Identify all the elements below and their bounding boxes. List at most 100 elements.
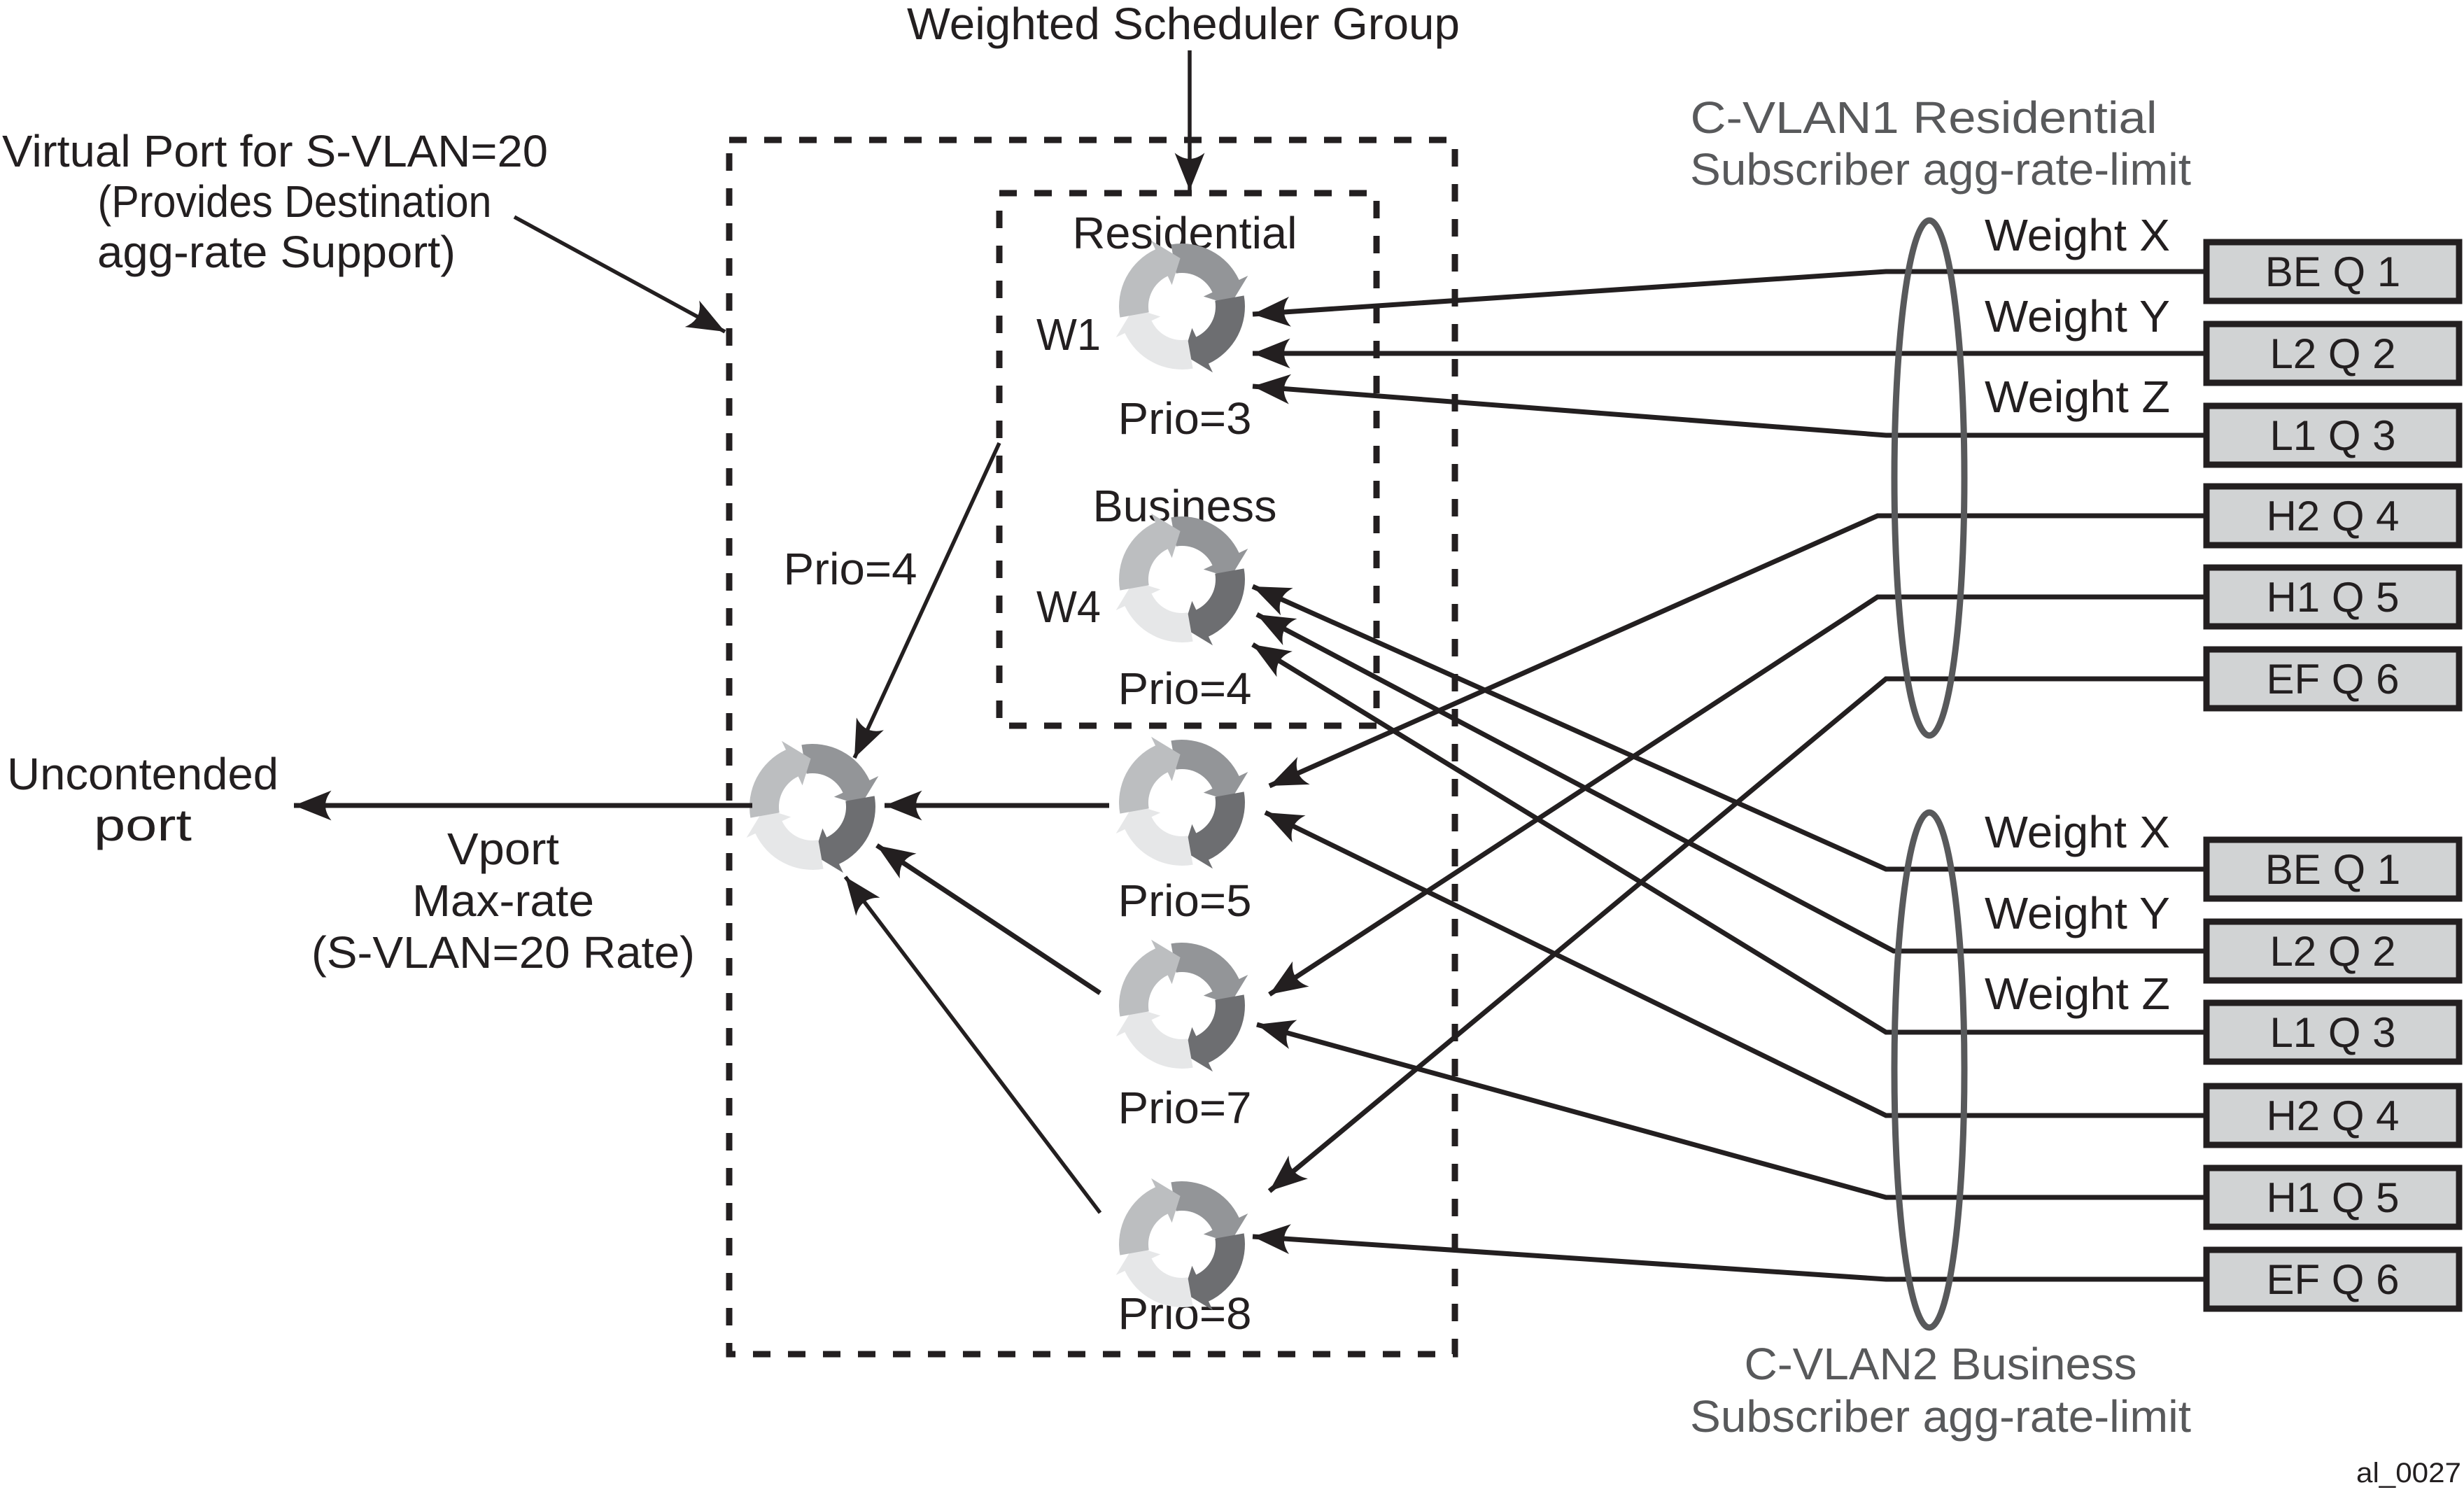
connection-cvlan2-q1-to-business (1251, 584, 2206, 872)
arrow-residential-group-to-vport (852, 442, 1001, 759)
figure-id: al_0027 (2356, 1458, 2461, 1489)
queue-cvlan1-q2: L2 Q 2 (2203, 321, 2463, 386)
queue-box (2203, 836, 2463, 902)
queue-box (2203, 646, 2463, 712)
cvlan1-title: C-VLAN1 Residential Subscriber agg-rate-… (1690, 92, 2191, 195)
queue-cvlan2-q2: L2 Q 2 (2203, 918, 2463, 984)
connection-cvlan2-q4-to-prio5 (1264, 810, 2206, 1118)
scheduler-prio7 (1115, 939, 1248, 1072)
queue-cvlan1-q1: BE Q 1 (2203, 239, 2463, 304)
queue-label: H2 Q 4 (2266, 493, 2399, 540)
weighted-scheduler-group-box (996, 190, 1380, 729)
scheduler-vport (746, 740, 879, 873)
queue-box (2203, 1164, 2463, 1230)
vport-input-prio-label: Prio=4 (784, 544, 917, 594)
queue-label: L2 Q 2 (2269, 928, 2395, 975)
queue-cvlan2-q5: H1 Q 5 (2203, 1164, 2463, 1230)
uncontended-port-line-1: Uncontended (7, 749, 279, 799)
queue-label: H1 Q 5 (2266, 574, 2399, 621)
queue-cvlan1-q3: L1 Q 3 (2203, 402, 2463, 468)
scheduler-prio5 (1115, 736, 1248, 869)
connection-cvlan1-q5-to-prio7 (1268, 594, 2206, 997)
virtual-port-box (726, 136, 1458, 1358)
connection-cvlan1-q1-to-residential (1252, 269, 2206, 327)
queue-connections (1251, 269, 2206, 1282)
queue-label: EF Q 6 (2266, 656, 2399, 703)
queue-cvlan2-q3: L1 Q 3 (2203, 999, 2463, 1065)
cvlan2-title-line-2: Subscriber agg-rate-limit (1690, 1391, 2191, 1442)
prio7-label: Prio=7 (1118, 1083, 1252, 1133)
queue-box (2203, 321, 2463, 386)
queue-box (2203, 564, 2463, 630)
residential-weight-label: W1 (1036, 309, 1101, 360)
connection-cvlan1-q6-to-prio8 (1267, 676, 2206, 1193)
queue-boxes: BE Q 1 L2 Q 2 L1 Q 3 H2 Q 4 H1 Q 5 EF Q 6 BE Q… (2203, 239, 2463, 1312)
cvlan1-agg-rate-limit-ellipse (1891, 217, 1968, 739)
vport-rate-line-1: Vport (447, 824, 559, 874)
uncontended-port-line-2: port (94, 800, 192, 850)
cvlan2-title-line-1: C-VLAN2 Business (1745, 1339, 2137, 1389)
connection-cvlan2-q6-to-prio8 (1252, 1224, 2206, 1282)
weighted-scheduler-group-label: Weighted Scheduler Group (907, 0, 1460, 49)
cvlan1-weight-x: Weight X (1985, 210, 2170, 260)
arrow-prio8-to-vport (843, 875, 1102, 1214)
queue-cvlan1-q5: H1 Q 5 (2203, 564, 2463, 630)
cvlan2-agg-rate-limit-ellipse (1891, 809, 1968, 1331)
queue-cvlan1-q4: H2 Q 4 (2203, 483, 2463, 549)
scheduler-icon (1115, 513, 1248, 646)
scheduler-residential (1115, 240, 1248, 373)
scheduler-icon (746, 740, 879, 873)
queue-label: H1 Q 5 (2266, 1174, 2399, 1221)
virtual-port-pointer-arrow (513, 215, 726, 334)
queue-box (2203, 1083, 2463, 1148)
queue-label: BE Q 1 (2265, 846, 2400, 893)
connection-cvlan1-q3-to-residential (1252, 374, 2206, 438)
queue-box (2203, 999, 2463, 1065)
queue-label: L1 Q 3 (2269, 1009, 2395, 1056)
business-prio-label: Prio=4 (1118, 663, 1252, 714)
queue-cvlan2-q1: BE Q 1 (2203, 836, 2463, 902)
queue-box (2203, 402, 2463, 468)
cvlan2-weight-y: Weight Y (1985, 888, 2170, 938)
queue-label: EF Q 6 (2266, 1256, 2399, 1303)
cvlan1-title-line-1: C-VLAN1 Residential (1691, 92, 2157, 143)
queue-cvlan2-q6: EF Q 6 (2203, 1246, 2463, 1312)
queue-cvlan1-q6: EF Q 6 (2203, 646, 2463, 712)
scheduler-icon (1115, 939, 1248, 1072)
virtual-port-label-line-3: agg-rate Support) (97, 227, 456, 277)
prio5-label: Prio=5 (1118, 875, 1252, 926)
vport-rate-line-3: (S-VLAN=20 Rate) (311, 927, 695, 978)
virtual-port-label-line-2: (Provides Destination (98, 176, 492, 227)
queue-box (2203, 239, 2463, 304)
cvlan2-title: C-VLAN2 Business Subscriber agg-rate-lim… (1690, 1339, 2191, 1442)
queue-cvlan2-q4: H2 Q 4 (2203, 1083, 2463, 1148)
scheduler-business (1115, 513, 1248, 646)
scheduler-icon (1115, 240, 1248, 373)
uncontended-port-label: Uncontended port (7, 749, 279, 850)
virtual-port-label-line-1: Virtual Port for S-VLAN=20 (2, 126, 548, 176)
connection-cvlan2-q3-to-business (1251, 642, 2206, 1035)
vport-rate-line-2: Max-rate (412, 875, 594, 926)
cvlan1-weight-y: Weight Y (1985, 291, 2170, 342)
queue-label: L2 Q 2 (2269, 330, 2395, 377)
scheduler-icon (1115, 736, 1248, 869)
cvlan2-weight-x: Weight X (1985, 807, 2170, 857)
queue-box (2203, 483, 2463, 549)
cvlan1-weight-z: Weight Z (1985, 372, 2170, 422)
residential-prio-label: Prio=3 (1118, 393, 1252, 444)
arrow-prio7-to-vport (875, 843, 1101, 995)
queue-label: L1 Q 3 (2269, 412, 2395, 459)
vport-rate-label: Vport Max-rate (S-VLAN=20 Rate) (311, 824, 695, 978)
queue-label: BE Q 1 (2265, 248, 2400, 295)
connection-cvlan2-q5-to-prio7 (1256, 1020, 2206, 1200)
connection-cvlan1-q4-to-prio5 (1268, 513, 2206, 789)
cvlan1-title-line-2: Subscriber agg-rate-limit (1690, 144, 2191, 195)
queue-label: H2 Q 4 (2266, 1092, 2399, 1139)
connection-cvlan2-q2-to-business (1255, 612, 2206, 954)
queue-box (2203, 1246, 2463, 1312)
queue-box (2203, 918, 2463, 984)
business-weight-label: W4 (1036, 582, 1101, 632)
virtual-port-label: Virtual Port for S-VLAN=20 (Provides Des… (2, 126, 548, 277)
cvlan2-weight-z: Weight Z (1985, 969, 2170, 1019)
